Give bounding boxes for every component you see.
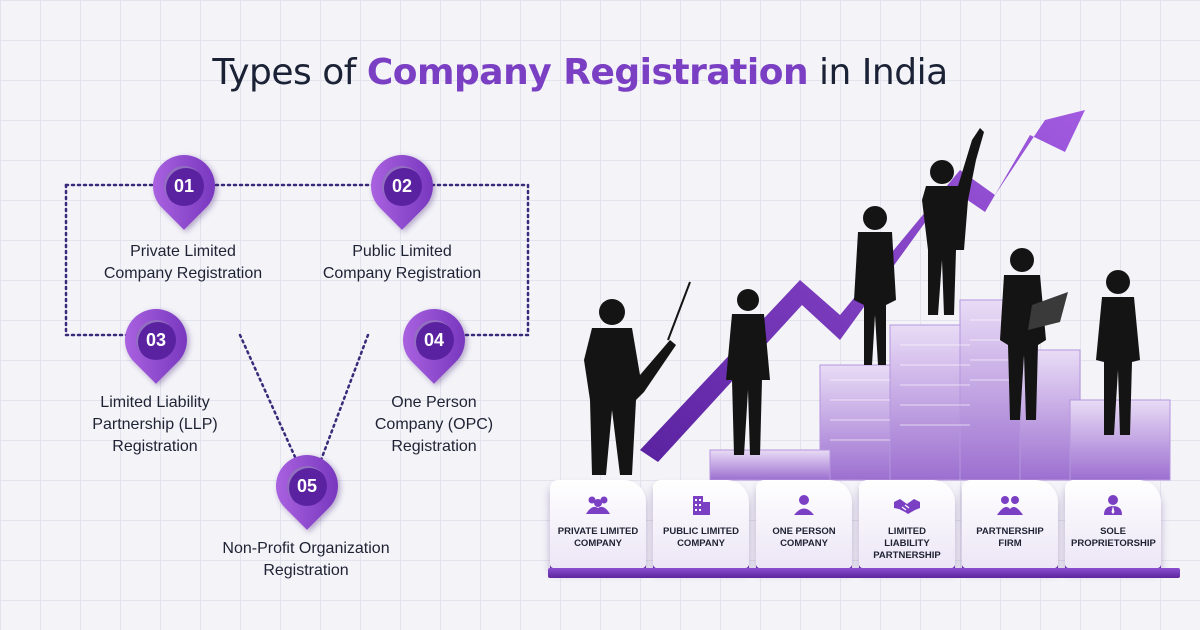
card-label: Partnership Firm — [976, 526, 1044, 549]
page-title: Types of Company Registration in India — [0, 52, 1160, 93]
person-icon — [794, 495, 814, 515]
businesswoman-silhouette — [854, 206, 896, 365]
step-label-line: Company (OPC) — [374, 416, 494, 433]
step-label-line: Registration — [112, 438, 198, 455]
presenter-silhouette — [584, 281, 691, 475]
company-type-card: Sole Proprietorship — [1065, 480, 1161, 568]
step-number: 04 — [414, 320, 454, 360]
step-label-line: Registration — [391, 438, 477, 455]
step-label-line: Partnership (LLP) — [92, 416, 218, 433]
standing-businessman-silhouette — [1096, 270, 1140, 435]
connector-04-05 — [316, 333, 370, 470]
company-type-card: Limited Liability Partnership — [859, 480, 955, 568]
step-label-02: Public Limited Company Registration — [323, 241, 481, 285]
step-number: 03 — [136, 320, 176, 360]
card-label: Private Limited Company — [557, 526, 639, 549]
step-label-line: Non-Profit Organization — [222, 540, 390, 557]
step-pin-05: 05 — [263, 442, 351, 530]
connector-lines — [64, 183, 530, 470]
growth-arrow-icon — [640, 110, 1085, 462]
business-illustration — [584, 110, 1171, 481]
handshake-icon — [894, 499, 920, 514]
connector-right — [460, 183, 530, 337]
connector-left — [64, 183, 130, 337]
title-highlight: Company Registration — [366, 52, 809, 93]
step-label-line: Registration — [263, 562, 349, 579]
step-label-line: Private Limited — [130, 243, 236, 260]
step-pin-04: 04 — [390, 296, 478, 384]
step-number: 02 — [382, 166, 422, 206]
step-label-line: Company Registration — [103, 265, 263, 282]
step-pin-02: 02 — [358, 142, 446, 230]
title-suffix: in India — [808, 52, 948, 93]
building-icon — [693, 496, 710, 515]
card-label: Public Limited Company — [663, 526, 739, 549]
card-label: One Person Company — [772, 526, 836, 549]
base-strip — [548, 568, 1180, 578]
step-label-05: Non-Profit Organization Registration — [222, 538, 389, 582]
step-label-03: Limited Liability Partnership (LLP) Regi… — [92, 392, 217, 458]
company-type-card: Partnership Firm — [962, 480, 1058, 568]
company-type-card: Public Limited Company — [653, 480, 749, 568]
connector-03-05 — [238, 333, 302, 470]
step-number: 01 — [164, 166, 204, 206]
partners-icon — [997, 496, 1023, 515]
step-label-line: One Person — [391, 394, 477, 411]
group-people-icon — [586, 496, 610, 514]
company-type-card: One Person Company — [756, 480, 852, 568]
reading-businessman-silhouette — [1000, 248, 1068, 420]
step-pin-03: 03 — [112, 296, 200, 384]
step-number: 05 — [287, 466, 327, 506]
businesspeople-silhouettes — [584, 128, 1140, 475]
company-type-card: Private Limited Company — [550, 480, 646, 568]
card-label: Sole Proprietorship — [1071, 526, 1156, 549]
step-label-01: Private Limited Company Registration — [104, 241, 262, 285]
single-person-icon — [1104, 495, 1122, 515]
step-label-line: Company Registration — [322, 265, 482, 282]
step-label-04: One Person Company (OPC) Registration — [375, 392, 493, 458]
celebrating-businessman-silhouette — [922, 128, 984, 315]
step-pin-01: 01 — [140, 142, 228, 230]
card-label: Limited Liability Partnership — [873, 526, 941, 561]
step-label-line: Limited Liability — [100, 394, 210, 411]
businessman-silhouette — [726, 289, 770, 455]
step-label-line: Public Limited — [352, 243, 452, 260]
title-prefix: Types of — [212, 52, 367, 93]
